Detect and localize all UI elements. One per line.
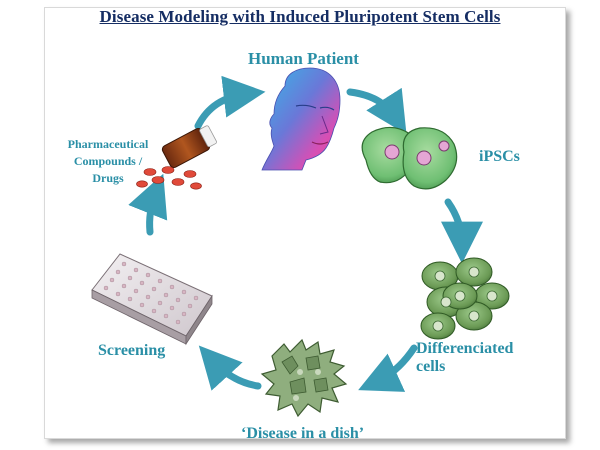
arrow-pharma-to-human <box>194 75 266 130</box>
arrow-dish-to-screening <box>198 345 262 391</box>
label-human-patient: Human Patient <box>248 49 359 68</box>
diagram-title: Disease Modeling with Induced Pluripoten… <box>99 7 501 26</box>
well-plate-icon <box>91 253 213 346</box>
label-pharma-line3: Drugs <box>92 171 124 185</box>
arrow-differentiated-to-dish <box>358 344 418 392</box>
ipsc-cells-icon <box>361 126 458 190</box>
arrow-ipsc-to-differentiated <box>440 198 483 264</box>
label-screening: Screening <box>98 342 166 359</box>
arrow-human-to-ipsc <box>346 87 407 135</box>
label-differentiated-line1: Differenciated <box>416 340 514 357</box>
arrow-screening-to-pharma <box>128 173 168 236</box>
differentiated-cells-icon <box>420 257 510 340</box>
label-disease-in-dish: ‘Disease in a dish’ <box>241 425 365 442</box>
label-ipscs: iPSCs <box>479 148 520 165</box>
label-pharmaceutical-compounds: Pharmaceutical Compounds / Drugs <box>38 136 178 187</box>
label-pharma-line2: Compounds / <box>73 154 143 168</box>
label-differentiated-line2: cells <box>416 358 446 375</box>
human-head-icon <box>261 67 341 171</box>
label-pharma-line1: Pharmaceutical <box>67 137 149 151</box>
pill-bottle-icon <box>136 125 217 190</box>
label-differentiated-cells: Differenciated cells <box>416 340 513 376</box>
disease-cells-icon <box>260 338 348 418</box>
